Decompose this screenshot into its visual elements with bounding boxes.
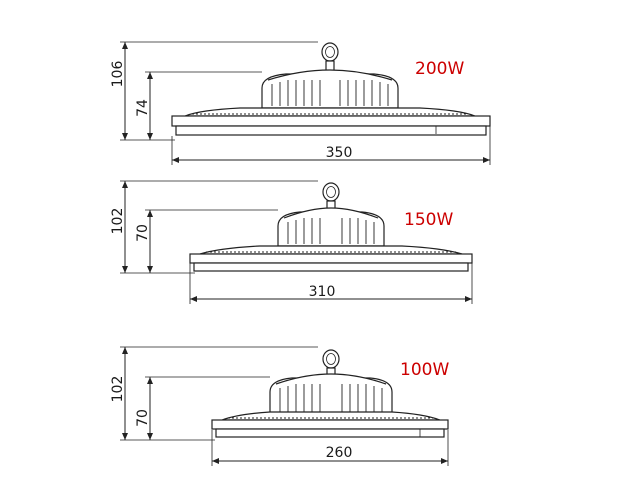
height-total-label: 102 (110, 376, 126, 403)
height-body-label: 74 (135, 99, 151, 117)
diameter-dimension: 310 (189, 263, 473, 304)
height-total-label: 102 (110, 208, 126, 235)
wattage-label: 200W (415, 59, 464, 79)
lamp-150w: 102 70 (110, 180, 473, 304)
height-body-dimension: 70 (135, 209, 278, 273)
height-total-dimension: 102 (110, 180, 318, 274)
lamp-200w: 106 74 (110, 41, 491, 165)
heatsink-fins (279, 384, 383, 412)
height-body-dimension: 70 (135, 376, 270, 440)
diameter-label: 310 (309, 284, 336, 300)
diameter-dimension: 350 (171, 126, 491, 165)
height-total-label: 106 (110, 61, 126, 88)
diameter-label: 260 (326, 445, 353, 461)
diameter-label: 350 (326, 145, 353, 161)
wattage-label: 150W (404, 210, 453, 230)
wattage-label: 100W (400, 360, 449, 380)
lamp-body (171, 42, 491, 136)
height-body-label: 70 (135, 224, 151, 242)
heatsink-fins (271, 80, 389, 106)
height-body-dimension: 74 (135, 71, 262, 140)
diameter-dimension: 260 (211, 430, 449, 466)
lamp-100w: 102 70 (110, 346, 449, 466)
lamp-body (211, 349, 449, 438)
height-total-dimension: 102 (110, 346, 318, 441)
height-body-label: 70 (135, 409, 151, 427)
height-total-dimension: 106 (110, 41, 318, 141)
lamp-body (189, 182, 473, 272)
heatsink-fins (287, 218, 375, 244)
